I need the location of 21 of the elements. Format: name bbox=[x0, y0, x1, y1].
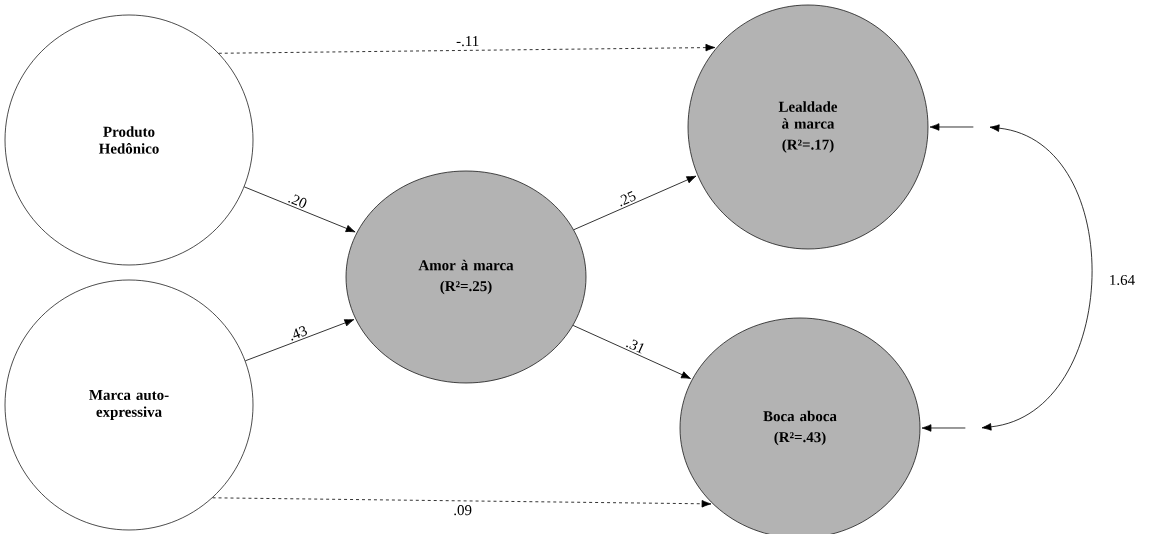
covariance-arrow bbox=[981, 124, 1093, 431]
error-arrow bbox=[929, 123, 974, 131]
path-arrow bbox=[573, 175, 697, 231]
edge-label: .25 bbox=[620, 190, 636, 207]
path-arrow bbox=[218, 43, 716, 54]
edge-label: .43 bbox=[291, 326, 307, 341]
edge-label: .31 bbox=[626, 339, 644, 354]
edge-label: .09 bbox=[454, 505, 472, 516]
path-arrow bbox=[243, 186, 356, 233]
path-arrow bbox=[244, 319, 355, 362]
ellipse-node: Marca auto-expressiva bbox=[4, 279, 254, 531]
edge-label: -.11 bbox=[456, 36, 479, 47]
ellipse-node: Boca aboca (R²=.43) bbox=[679, 317, 921, 534]
path-arrow bbox=[572, 325, 691, 379]
ellipse-node: Amor à marca (R²=.25) bbox=[345, 170, 587, 384]
ellipse-node: Produto Hedônico bbox=[4, 14, 254, 266]
error-arrow bbox=[921, 424, 966, 432]
edge-label: 1.64 bbox=[1110, 274, 1135, 286]
edge-label: .20 bbox=[288, 194, 307, 208]
path-arrow bbox=[212, 497, 712, 508]
ellipse-node: Lealdade à marca (R²=.17) bbox=[687, 4, 929, 250]
